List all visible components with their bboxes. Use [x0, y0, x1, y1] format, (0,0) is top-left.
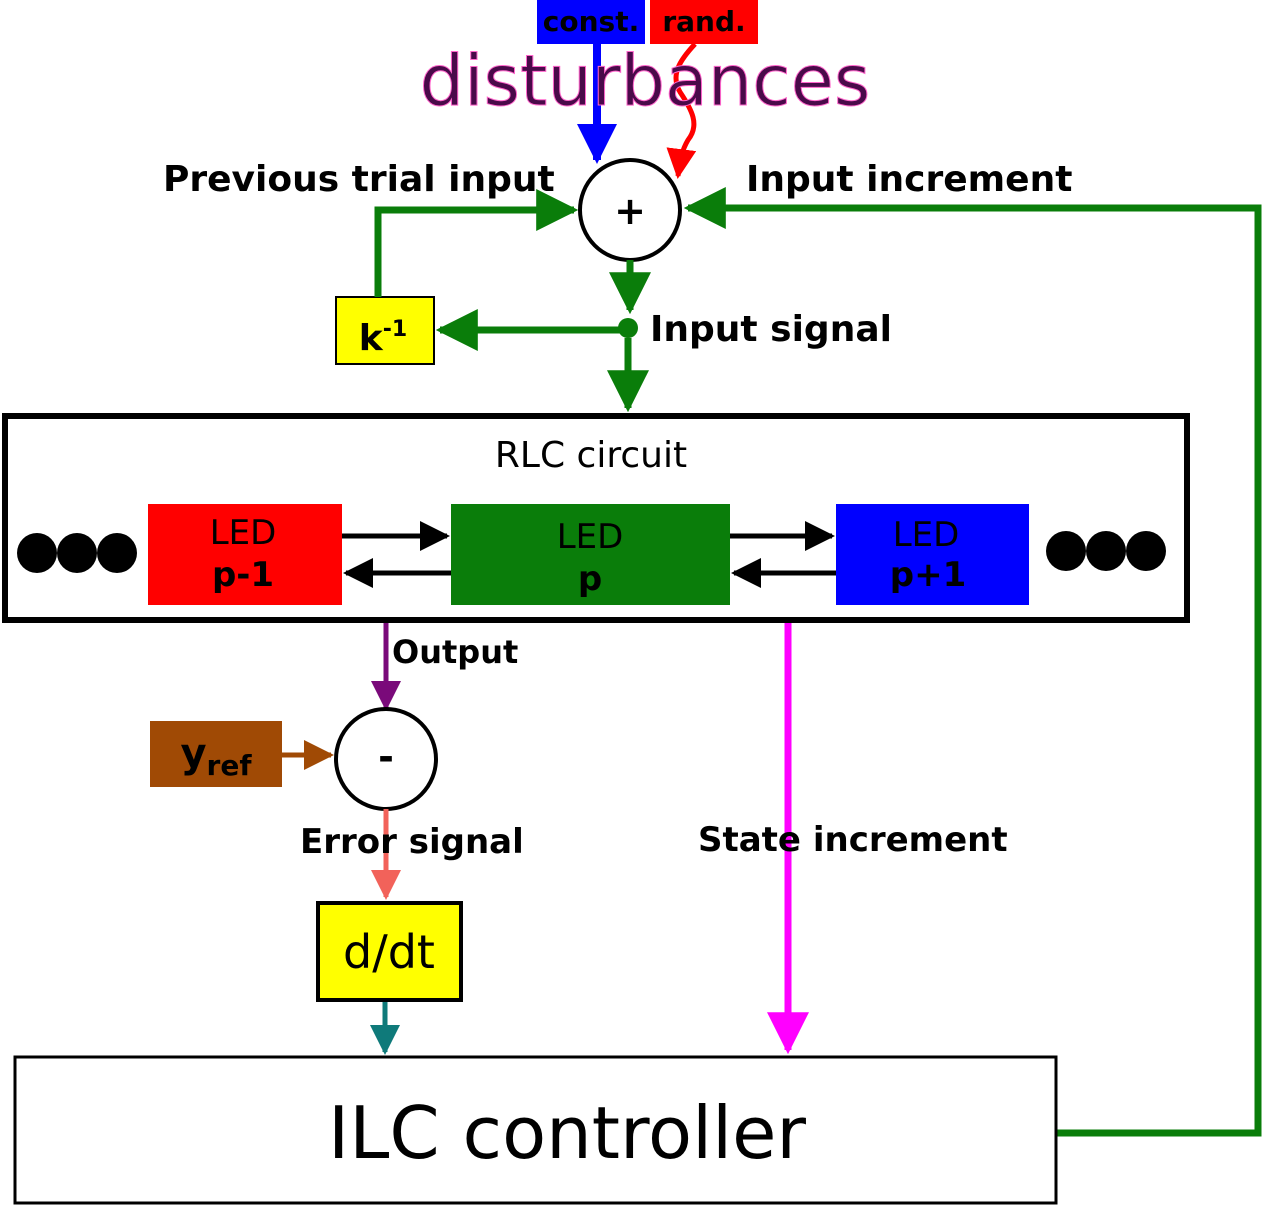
rlc-right-ellipsis: [1046, 531, 1166, 571]
const-disturbance-box: [537, 0, 645, 44]
led-p: [451, 504, 730, 605]
previous-trial-feedback-arrow: [374, 189, 579, 297]
led-p-plus-1-line1: LED: [893, 515, 960, 555]
disturbances-title: disturbances: [420, 40, 871, 122]
input-signal-label: Input signal: [650, 309, 892, 350]
led-p-minus-1: [148, 504, 342, 605]
ilc-controller-box: [13, 1055, 1058, 1205]
rlc-circuit-title: RLC circuit: [495, 435, 687, 476]
derivative-label: d/dt: [343, 925, 435, 979]
led-p-plus-1-line2: p+1: [890, 555, 966, 595]
led-p-plus-1: [836, 504, 1029, 605]
rlc-left-ellipsis: [17, 533, 137, 573]
input-increment-feedback-arrow: [683, 187, 1262, 1137]
ilc-controller-label: ILC controller: [328, 1091, 806, 1175]
rand-disturbance-box: [650, 0, 758, 44]
led-p-minus-1-line2: p-1: [212, 555, 274, 595]
led-p-minus-1-line1: LED: [210, 513, 277, 553]
summing-junction-symbol: +: [614, 189, 646, 233]
error-signal-label: Error signal: [300, 822, 524, 862]
output-label: Output: [392, 633, 518, 671]
input-increment-label: Input increment: [746, 159, 1072, 200]
led-p-line2: p: [578, 559, 602, 599]
difference-junction-symbol: -: [378, 735, 394, 779]
state-increment-label: State increment: [698, 820, 1008, 860]
rand-disturbance-label: rand.: [662, 5, 745, 38]
yref-block: [150, 721, 282, 787]
previous-trial-input-label: Previous trial input: [163, 159, 555, 200]
delay-block-label: k-1: [359, 317, 407, 359]
derivative-block: [316, 901, 463, 1002]
rand-disturbance-arrow: [666, 42, 697, 179]
yref-label: yref: [180, 731, 252, 782]
delay-block: [335, 296, 435, 365]
led-p-line1: LED: [557, 517, 624, 557]
const-disturbance-label: const.: [543, 5, 639, 38]
